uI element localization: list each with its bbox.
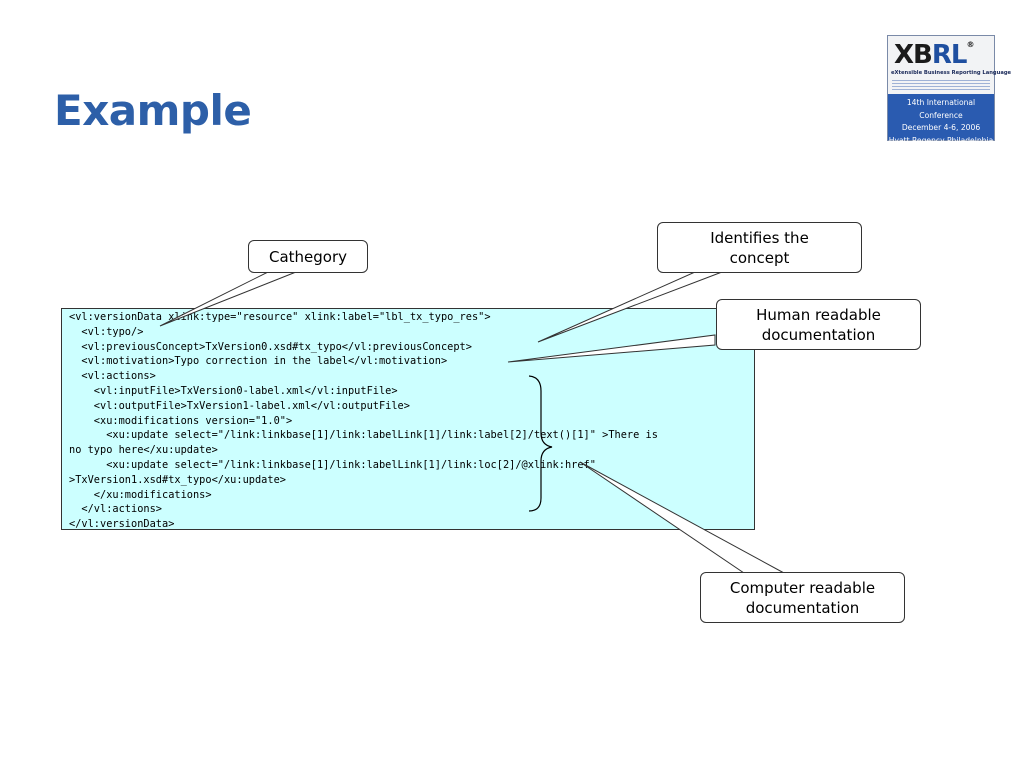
callout-category-label: Cathegory <box>268 247 348 266</box>
logo-conference-line1: 14th International Conference <box>906 98 976 120</box>
logo-registered: ® <box>966 40 974 49</box>
callout-pointer-identifies <box>537 271 723 343</box>
logo-mark-rl: RL <box>931 40 968 70</box>
logo-mark: XBRL® <box>894 40 974 70</box>
logo-tagline: eXtensible Business Reporting Language <box>891 70 1012 76</box>
callout-identifies-concept: Identifies the concept <box>657 222 862 273</box>
callout-pointer-human <box>507 334 716 363</box>
code-line: <vl:inputFile>TxVersion0-label.xml</vl:i… <box>69 384 398 397</box>
xbrl-conference-logo: XBRL® eXtensible Business Reporting Lang… <box>887 35 1012 145</box>
callout-human-label: Human readable documentation <box>756 305 881 344</box>
callout-computer-label: Computer readable documentation <box>729 578 876 617</box>
code-listing: <vl:versionData xlink:type="resource" xl… <box>69 310 749 532</box>
logo-mark-xb: XB <box>894 40 933 70</box>
code-line: </vl:versionData> <box>69 518 175 531</box>
callout-computer-readable: Computer readable documentation <box>700 572 905 623</box>
callout-human-readable: Human readable documentation <box>716 299 921 350</box>
code-line: <xu:update select="/link:linkbase[1]/lin… <box>69 458 596 471</box>
callout-category: Cathegory <box>248 240 368 273</box>
code-line: <xu:update select="/link:linkbase[1]/lin… <box>69 429 658 442</box>
code-line: </vl:actions> <box>69 503 162 516</box>
code-line: no typo here</xu:update> <box>69 444 218 457</box>
callout-identifies-label: Identifies the concept <box>710 228 809 267</box>
code-line: </xu:modifications> <box>69 488 212 501</box>
logo-conference-line3: Hyatt Regency Philadelphia <box>888 135 994 145</box>
code-line: <vl:versionData xlink:type="resource" xl… <box>69 311 491 323</box>
logo-conference-line2: December 4-6, 2006 <box>901 123 981 132</box>
callout-pointer-category <box>159 271 297 327</box>
code-line: <vl:actions> <box>69 370 156 383</box>
code-line: <vl:outputFile>TxVersion1-label.xml</vl:… <box>69 399 410 412</box>
code-line: >TxVersion1.xsd#tx_typo</xu:update> <box>69 473 286 486</box>
code-line: <vl:typo/> <box>69 325 144 338</box>
callout-pointer-computer <box>579 461 785 574</box>
code-line: <vl:previousConcept>TxVersion0.xsd#tx_ty… <box>69 340 472 353</box>
logo-conference-info: 14th International Conference December 4… <box>888 94 994 145</box>
slide-title: Example <box>54 86 252 135</box>
logo-top: XBRL® eXtensible Business Reporting Lang… <box>888 36 1012 94</box>
code-line: <vl:motivation>Typo correction in the la… <box>69 355 448 368</box>
actions-brace <box>528 375 553 512</box>
code-line: <xu:modifications version="1.0"> <box>69 414 293 427</box>
logo-stripes <box>892 80 990 90</box>
